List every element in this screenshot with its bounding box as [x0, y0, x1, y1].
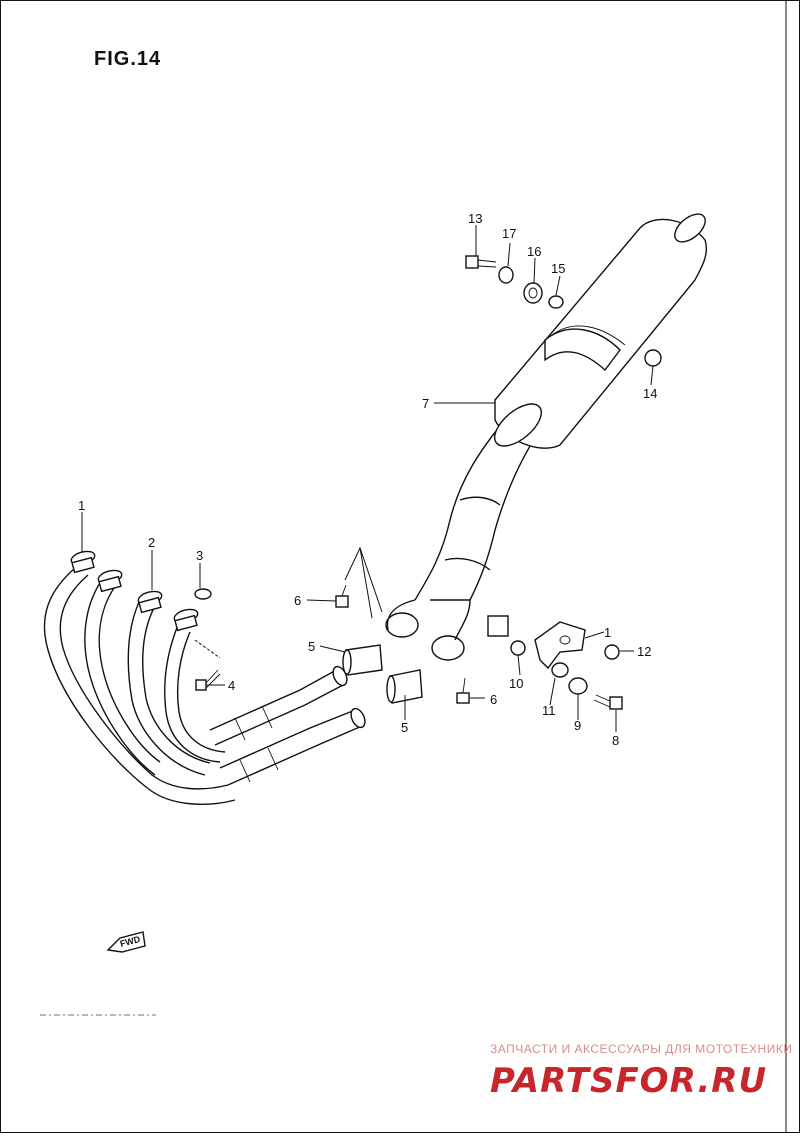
gasket-5 [342, 644, 423, 704]
bolt-8 [593, 694, 623, 710]
leader-lines [81, 225, 654, 732]
bracket-11 [534, 621, 586, 678]
gasket-clip-3 [194, 588, 212, 600]
callout-6-right: 6 [490, 692, 497, 707]
callout-6-left: 6 [294, 593, 301, 608]
callout-14: 14 [643, 386, 657, 401]
callout-1-bracket: 1 [604, 625, 611, 640]
collar-17 [498, 266, 514, 284]
callout-11: 11 [542, 703, 556, 718]
callout-3: 3 [196, 548, 203, 563]
fwd-arrow-icon: FWD [106, 931, 146, 953]
watermark-logo: PARTSFOR.RU [490, 1061, 767, 1101]
figure-title: FIG.14 [94, 48, 162, 70]
exhaust-header-pipes [43, 550, 366, 805]
nut-14 [644, 349, 662, 367]
callout-10: 10 [509, 676, 523, 691]
callout-16: 16 [527, 244, 541, 259]
muffler-bolt-13 [465, 255, 497, 269]
callout-1: 1 [78, 498, 85, 513]
callout-12: 12 [637, 644, 651, 659]
callout-9: 9 [574, 718, 581, 733]
cushion-16 [523, 282, 543, 304]
callout-13: 13 [468, 211, 482, 226]
muffler-7 [385, 213, 707, 661]
washer-15 [548, 295, 564, 309]
callout-7: 7 [422, 396, 429, 411]
cushion-9 [568, 677, 588, 695]
callout-2: 2 [148, 535, 155, 550]
bolt-4 [195, 669, 221, 691]
watermark: ЗАПЧАСТИ И АКСЕССУАРЫ ДЛЯ МОТОТЕХНИКИ PA… [490, 1042, 792, 1101]
callout-5-upper: 5 [308, 639, 315, 654]
callout-5-lower: 5 [401, 720, 408, 735]
watermark-tagline: ЗАПЧАСТИ И АКСЕССУАРЫ ДЛЯ МОТОТЕХНИКИ [490, 1042, 792, 1056]
callout-8: 8 [612, 733, 619, 748]
nut-12 [604, 644, 620, 660]
callout-17: 17 [502, 226, 516, 241]
collar-10 [510, 640, 526, 656]
callout-numbers: 1 2 3 4 5 5 6 6 7 8 9 10 11 12 13 14 15 … [78, 211, 657, 748]
callout-4: 4 [228, 678, 235, 693]
callout-15: 15 [551, 261, 565, 276]
bolt-6 [335, 584, 470, 704]
